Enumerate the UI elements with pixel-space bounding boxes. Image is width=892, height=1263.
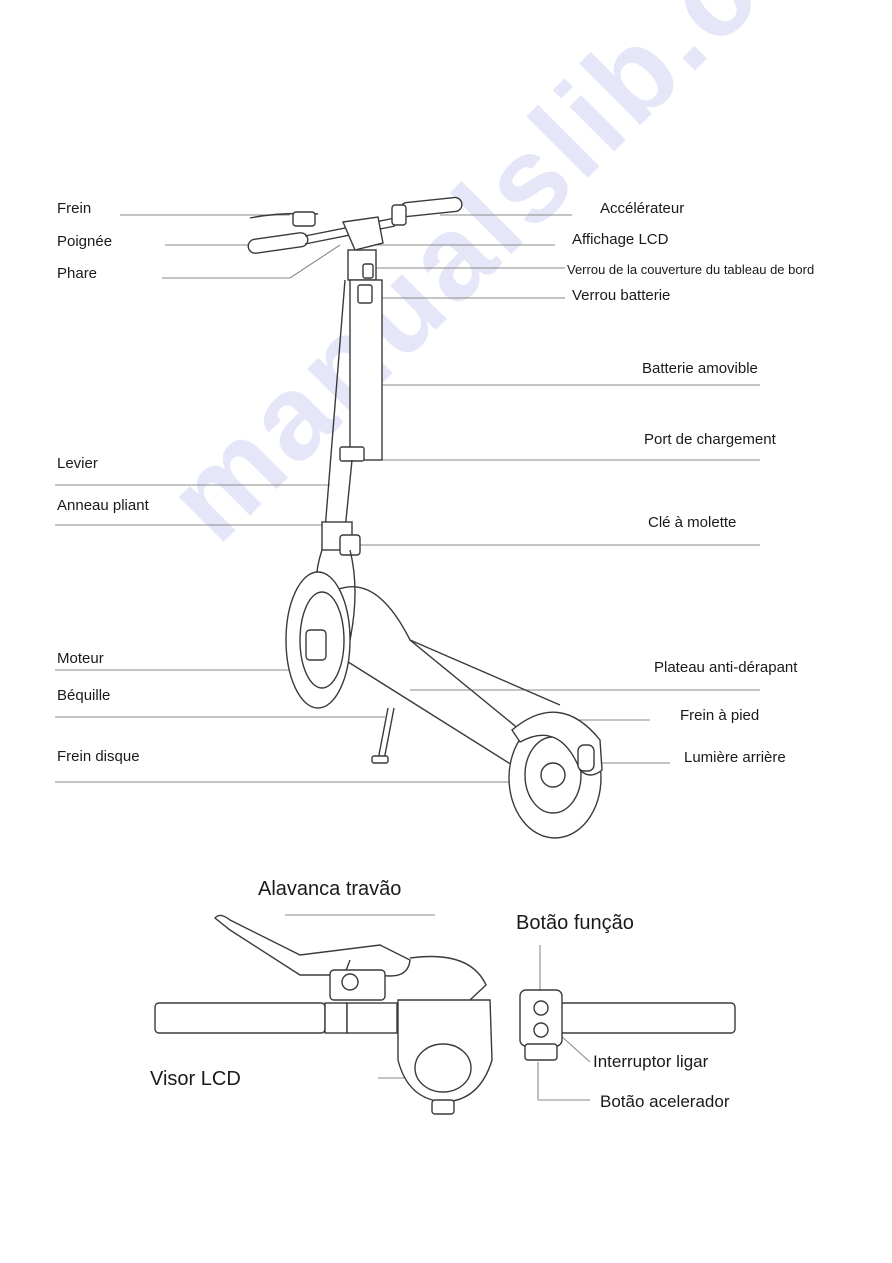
label-phare: Phare <box>57 265 98 282</box>
label-botao-acelerador: Botão acelerador <box>600 1092 730 1111</box>
label-verrou-couverture: Verrou de la couverture du tableau de bo… <box>567 262 815 277</box>
label-botao-funcao: Botão função <box>516 912 634 934</box>
handlebar-leader-lines <box>285 914 591 1101</box>
label-verrou-batterie: Verrou batterie <box>572 287 671 304</box>
scooter-stem <box>321 249 383 556</box>
label-frein-a-pied: Frein à pied <box>680 707 760 724</box>
rear-wheel <box>508 711 603 839</box>
label-interruptor-ligar: Interruptor ligar <box>593 1052 709 1071</box>
brake-lever <box>214 914 487 1001</box>
label-visor-lcd: Visor LCD <box>150 1068 241 1090</box>
control-pod <box>519 989 563 1061</box>
label-alavanca-travao: Alavanca travão <box>258 878 402 900</box>
label-frein-disque: Frein disque <box>57 748 140 765</box>
label-anneau-pliant: Anneau pliant <box>57 497 149 514</box>
front-wheel <box>285 571 351 709</box>
scooter-handlebar <box>247 196 463 254</box>
label-cle-molette: Clé à molette <box>648 514 737 531</box>
label-frein: Frein <box>57 200 92 217</box>
label-poignee: Poignée <box>57 233 113 250</box>
leader-lines-right <box>360 214 760 764</box>
label-levier: Levier <box>57 455 98 472</box>
lcd-housing <box>397 999 493 1115</box>
leader-lines-left <box>55 214 525 783</box>
label-bequille: Béquille <box>57 687 111 704</box>
label-batterie-amovible: Batterie amovible <box>642 360 758 377</box>
label-moteur: Moteur <box>57 650 104 667</box>
label-plateau-anti-derapant: Plateau anti-dérapant <box>654 659 798 676</box>
handlebar-grips <box>154 1002 736 1034</box>
label-accelerateur: Accélérateur <box>600 200 685 217</box>
label-lumiere-arriere: Lumière arrière <box>684 749 786 766</box>
kickstand <box>371 707 395 764</box>
label-affichage-lcd: Affichage LCD <box>572 231 669 248</box>
label-port-chargement: Port de chargement <box>644 431 776 448</box>
